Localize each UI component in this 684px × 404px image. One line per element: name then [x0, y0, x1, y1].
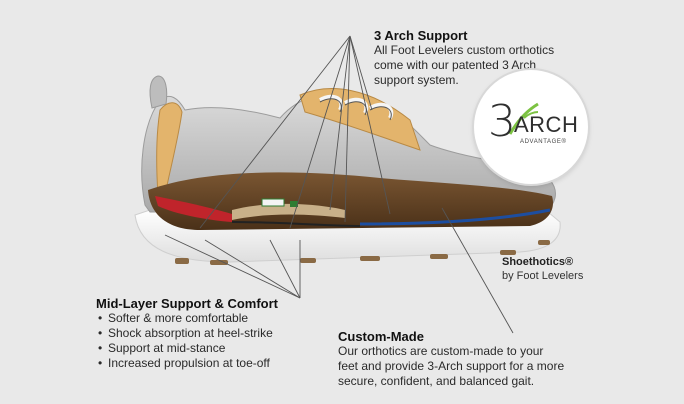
- arch-support-callout: 3 Arch Support All Foot Levelers custom …: [374, 28, 604, 88]
- arch-support-line-3: support system.: [374, 73, 459, 87]
- shoethotics-by-line: by Foot Levelers: [502, 270, 584, 282]
- shoethotics-label: Shoethotics® by Foot Levelers: [502, 255, 632, 283]
- collar-padding: [156, 102, 183, 196]
- mid-layer-heading: Mid-Layer Support & Comfort: [96, 296, 278, 311]
- shoethotics-brand: Shoethotics®: [502, 256, 574, 268]
- mid-layer-callout-lines: [164, 234, 301, 299]
- custom-made-line-1: Our orthotics are custom-made to your: [338, 344, 544, 358]
- list-item: Increased propulsion at toe-off: [96, 356, 336, 371]
- orthotic-label: [261, 198, 285, 207]
- custom-made-line-2: feet and provide 3-Arch support for a mo…: [338, 359, 565, 373]
- arch-support-heading: 3 Arch Support: [374, 28, 468, 43]
- logo-number: 3: [488, 96, 516, 147]
- heel-tab: [149, 75, 168, 109]
- orthotic-red-layer: [155, 196, 232, 222]
- tread-marks: [175, 240, 550, 265]
- mid-layer-callout: Mid-Layer Support & Comfort Softer & mor…: [96, 296, 336, 371]
- custom-made-callout-line: [441, 207, 514, 334]
- mid-layer-list: Softer & more comfortable Shock absorpti…: [96, 311, 336, 371]
- arch-advantage-logo: 3 ARCH ADVANTAGE®: [474, 70, 588, 184]
- custom-made-callout: Custom-Made Our orthotics are custom-mad…: [338, 329, 598, 389]
- logo-word: ARCH: [514, 112, 579, 137]
- list-item: Softer & more comfortable: [96, 311, 336, 326]
- custom-made-line-3: secure, confident, and balanced gait.: [338, 374, 535, 388]
- orthotic-badge: [290, 201, 298, 207]
- custom-made-heading: Custom-Made: [338, 329, 424, 344]
- orthotic-insert: [232, 203, 345, 220]
- orthotic-shell: [231, 221, 361, 227]
- list-item: Shock absorption at heel-strike: [96, 326, 336, 341]
- orthotic-blue-edge: [359, 208, 551, 226]
- logo-sub: ADVANTAGE®: [520, 139, 567, 145]
- arch-support-line-2: come with our patented 3 Arch: [374, 58, 537, 72]
- tongue-padding: [299, 88, 421, 151]
- arch-callout-lines: [199, 35, 391, 229]
- arch-support-line-1: All Foot Levelers custom orthotics: [374, 43, 555, 57]
- leaf-icon: [508, 102, 539, 135]
- list-item: Support at mid-stance: [96, 341, 336, 356]
